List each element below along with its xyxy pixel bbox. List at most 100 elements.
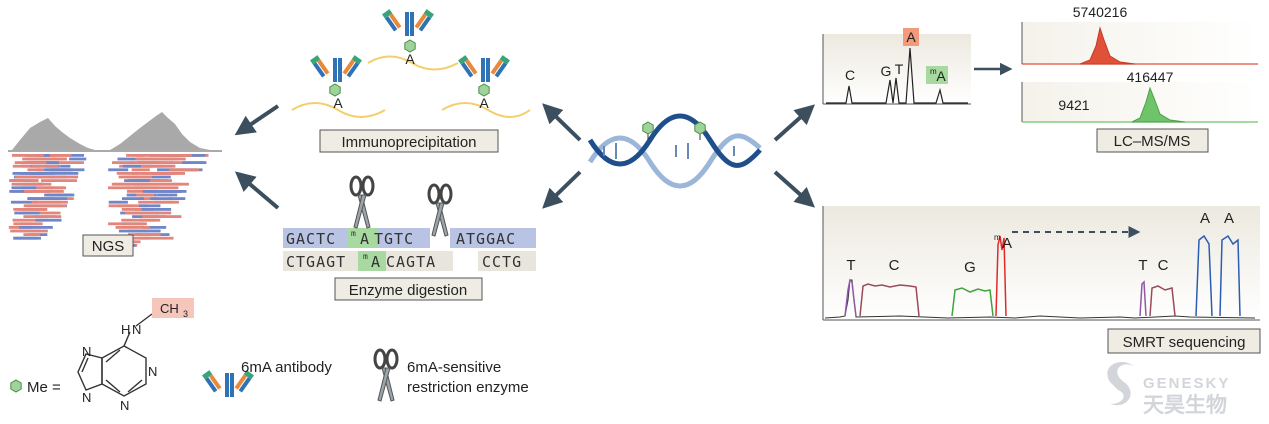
atom-n-amine: N	[132, 322, 141, 337]
sequencing-read	[108, 186, 131, 190]
ngs-label: NGS	[92, 238, 125, 255]
genesky-logo-icon	[1107, 361, 1134, 406]
sequencing-read	[131, 168, 150, 172]
sequencing-read	[32, 182, 52, 186]
sequencing-read	[126, 154, 145, 157]
arrow-dna-to-smrt	[773, 170, 815, 208]
sequencing-read	[147, 164, 164, 168]
peak2-baseline: 9421	[1058, 97, 1089, 113]
sequencing-read	[136, 154, 160, 157]
trace-ma-highlight	[926, 66, 948, 84]
trace-base-ma: A	[936, 68, 946, 84]
ms-peak-green	[1131, 86, 1186, 123]
enzyme-panel: GACTC m A TGTC ATGGAC CTGAGT m A CAGTA C…	[283, 175, 536, 301]
rna-strand-1	[291, 102, 386, 118]
sequencing-read	[123, 236, 151, 240]
atom-n1: N	[148, 364, 157, 379]
amine-h: H	[121, 322, 130, 337]
sequencing-read	[162, 186, 179, 190]
sequencing-read	[11, 186, 37, 190]
atom-n9: N	[82, 390, 91, 405]
sequencing-read	[142, 215, 182, 218]
sequencing-read	[115, 226, 150, 229]
sequencing-read	[182, 161, 207, 164]
bottom-seq-mid: CAGTA	[386, 253, 436, 271]
sequencing-read	[12, 218, 49, 222]
ch3-highlight	[152, 298, 194, 318]
legend-me-label: Me =	[27, 379, 61, 396]
sequencing-read	[122, 164, 153, 168]
top-seq-post: ATGGAC	[456, 230, 516, 248]
smrt-pulse-a1	[1195, 234, 1213, 317]
sequencing-read	[23, 233, 41, 236]
arrow-ip-to-ngs	[234, 104, 280, 136]
sequencing-read	[124, 179, 152, 182]
sequencing-read	[146, 182, 182, 186]
methyl-hexagon-icon	[404, 39, 416, 53]
methyl-hexagon-icon	[694, 121, 706, 135]
top-mod-base: A	[360, 230, 369, 248]
sequencing-read	[13, 236, 41, 240]
lcms-label: LC–MS/MS	[1114, 133, 1191, 150]
legend-enzyme-line2: restriction enzyme	[407, 379, 529, 396]
smrt-pulse-a2	[1219, 234, 1241, 317]
ngs-panel: NGS	[8, 112, 222, 257]
sequencing-read	[31, 164, 58, 168]
ms-panel-bottom	[1022, 82, 1258, 122]
sequencing-read	[138, 200, 176, 204]
bottom-seq-pre: CTGAGT	[286, 253, 346, 271]
rna-strand-2	[367, 55, 459, 71]
sequencing-read	[117, 157, 148, 161]
sequencing-read	[141, 208, 172, 211]
sequencing-read	[121, 208, 141, 211]
atom-n3: N	[120, 398, 129, 413]
arrow-dna-to-ip	[542, 103, 582, 142]
ip-base-3: A	[479, 95, 489, 111]
rna-strand-3	[441, 102, 531, 118]
sequencing-read	[142, 190, 181, 193]
sequencing-read	[185, 154, 206, 157]
ip-label-box	[319, 129, 499, 153]
sequencing-read	[116, 172, 139, 175]
ngs-label-box	[82, 234, 134, 257]
ip-label: Immunoprecipitation	[341, 134, 476, 151]
arrow-dna-to-enzyme	[542, 170, 582, 209]
sequencing-read	[142, 226, 167, 229]
legend-antibody-label: 6mA antibody	[241, 359, 332, 376]
sequencing-read	[128, 233, 161, 236]
sequencing-read	[19, 229, 41, 233]
sequencing-read	[27, 168, 45, 172]
sequencing-read	[111, 182, 146, 186]
top-mod-highlight	[347, 228, 377, 248]
smrt-pulse-t	[844, 278, 857, 317]
sequencing-read	[66, 161, 84, 164]
arrow-dna-to-lcms	[773, 104, 815, 142]
sequencing-read	[139, 197, 158, 200]
smrt-base-t: T	[846, 257, 855, 274]
sequencing-read	[149, 179, 172, 182]
sequencing-read	[138, 236, 174, 240]
smrt-pulse-c2	[1149, 285, 1176, 317]
sequencing-read	[10, 179, 39, 182]
trace-base-c: C	[845, 67, 855, 83]
sequencing-read	[21, 211, 61, 215]
ngs-coverage-track	[8, 112, 222, 152]
smrt-base-a1: A	[1200, 210, 1210, 227]
sequencing-read	[108, 168, 129, 172]
smrt-base-a2: A	[1224, 210, 1234, 227]
legend: Me = CH 3 H N N N N N 6mA antibody 6mA-s…	[10, 298, 529, 413]
ip-base-1: A	[333, 95, 343, 111]
sequencing-read	[118, 229, 149, 233]
watermark-brand-cn: 天昊生物	[1143, 393, 1227, 417]
methyl-hexagon-icon	[642, 121, 654, 135]
sequencing-read	[129, 161, 168, 164]
smrt-pulse-t2	[1139, 280, 1147, 317]
sequencing-read	[12, 154, 44, 157]
trace-ma-sup: m	[930, 67, 937, 76]
trace-a-highlight	[903, 28, 919, 46]
atom-n7: N	[82, 344, 91, 359]
smrt-pulse-c	[859, 283, 920, 317]
smrt-base-g: G	[964, 259, 976, 276]
sequencing-read	[139, 211, 172, 215]
sequencing-read	[125, 211, 145, 215]
